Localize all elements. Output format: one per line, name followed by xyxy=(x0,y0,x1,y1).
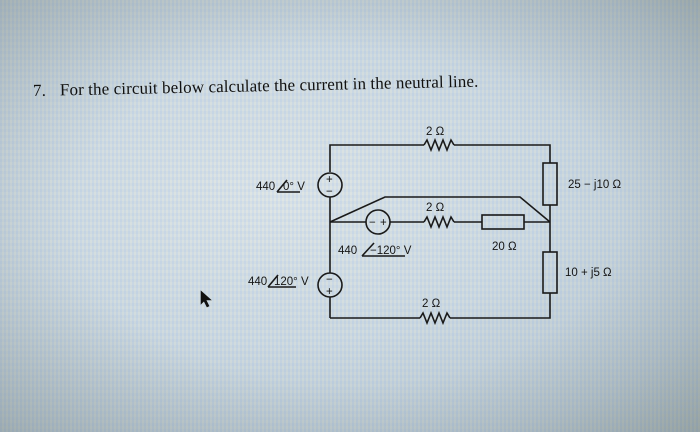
svg-text:2 Ω: 2 Ω xyxy=(426,202,445,214)
neutral-link-wire xyxy=(329,196,551,223)
bottom-line: 2 Ω xyxy=(330,293,551,326)
svg-text:440: 440 xyxy=(338,245,357,257)
svg-text:+: + xyxy=(326,286,333,298)
middle-line: − + 2 Ω 20 Ω 440 −120° V xyxy=(330,202,550,257)
svg-text:−120° V: −120° V xyxy=(370,245,412,257)
load-middle-icon xyxy=(481,214,525,230)
source-a: + − 440 0° V xyxy=(256,172,343,198)
svg-text:−: − xyxy=(369,217,376,229)
load-bottom-icon xyxy=(542,251,558,294)
right-loads: 25 − j10 Ω 10 + j5 Ω xyxy=(542,162,621,294)
top-line-resistor-label: 2 Ω xyxy=(426,126,445,138)
voltage-source-icon xyxy=(317,272,343,298)
mouse-cursor-icon xyxy=(200,290,212,308)
svg-text:0° V: 0° V xyxy=(283,181,305,193)
load-top-icon xyxy=(542,162,558,206)
svg-text:10 + j5 Ω: 10 + j5 Ω xyxy=(565,267,612,279)
svg-text:120° V: 120° V xyxy=(274,276,309,288)
top-line: 2 Ω xyxy=(329,126,551,172)
source-c: − + 440 120° V xyxy=(248,272,343,298)
bottom-line-resistor-icon xyxy=(419,310,451,326)
svg-text:−: − xyxy=(326,274,333,286)
svg-text:+: + xyxy=(326,174,333,186)
svg-text:25 − j10 Ω: 25 − j10 Ω xyxy=(568,179,621,191)
svg-text:+: + xyxy=(380,217,387,229)
top-line-resistor-icon xyxy=(423,137,455,153)
svg-text:−: − xyxy=(326,186,333,198)
svg-text:440: 440 xyxy=(256,181,275,193)
middle-line-resistor-icon xyxy=(423,214,455,230)
svg-text:440: 440 xyxy=(248,276,267,288)
svg-text:2 Ω: 2 Ω xyxy=(422,298,441,310)
svg-text:20 Ω: 20 Ω xyxy=(492,241,517,253)
